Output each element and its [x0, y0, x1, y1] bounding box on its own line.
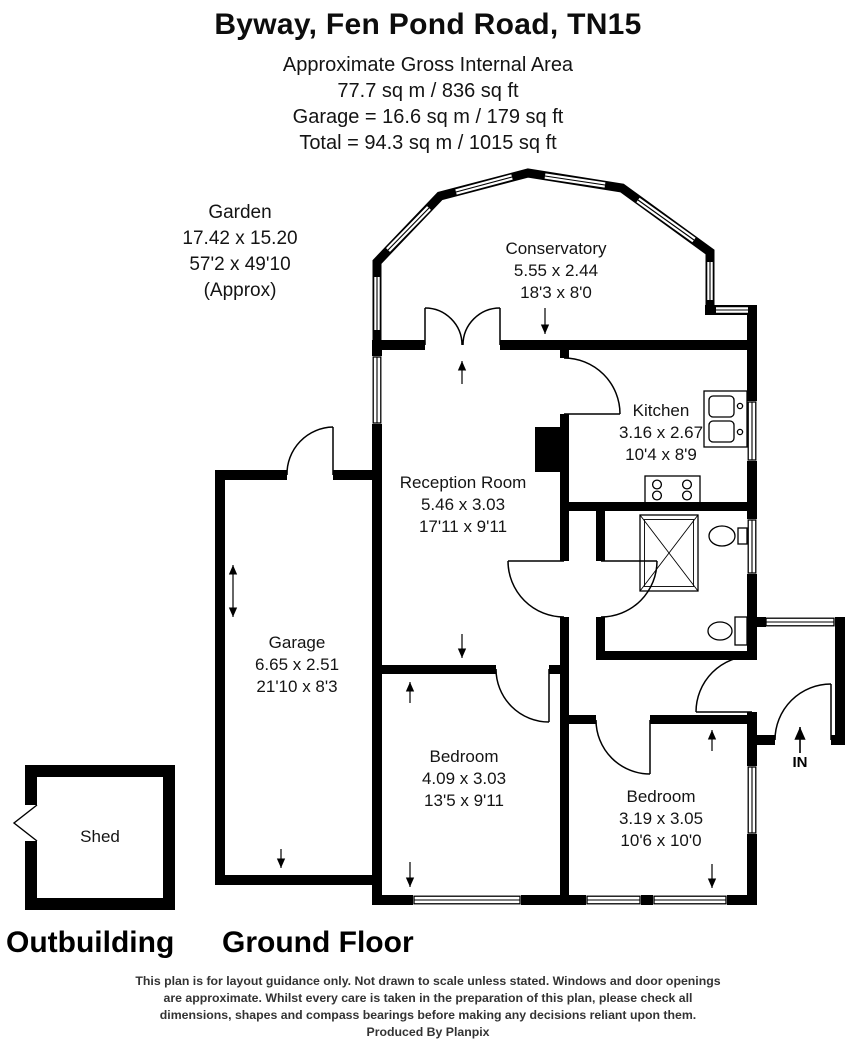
- room-dim: 10'6 x 10'0: [620, 831, 702, 850]
- windows: [372, 356, 835, 905]
- shed-label: Shed: [80, 826, 120, 848]
- garage-area: Garage = 16.6 sq m / 179 sq ft: [292, 106, 564, 128]
- bedroom-center-door: [495, 668, 550, 723]
- disclaimer-line-2: are approximate. Whilst every care is ta…: [163, 991, 693, 1005]
- fixtures: [639, 390, 748, 646]
- porch-walls: [757, 617, 845, 745]
- conservatory-walls: [372, 168, 757, 345]
- outbuilding-title: Outbuilding: [6, 926, 175, 959]
- room-dim: 6.65 x 2.51: [254, 655, 340, 674]
- room-name: Garden: [208, 202, 272, 223]
- bathroom-door: [600, 560, 658, 618]
- internal-area: 77.7 sq m / 836 sq ft: [337, 80, 519, 102]
- bedroom-right-label: Bedroom 3.19 x 3.05 10'6 x 10'0: [619, 786, 703, 852]
- entrance-label: IN: [792, 754, 808, 771]
- room-dim: 17.42 x 15.20: [182, 228, 298, 249]
- room-dim: 18'3 x 8'0: [520, 283, 592, 302]
- interior-walls: [382, 345, 757, 905]
- garden-label: Garden 17.42 x 15.20 57'2 x 49'10 (Appro…: [182, 200, 297, 304]
- area-subtitle: Approximate Gross Internal Area: [282, 54, 574, 76]
- room-dim: 3.19 x 3.05: [618, 809, 704, 828]
- washbasin-icon: [708, 525, 748, 547]
- room-name: Shed: [80, 827, 120, 846]
- disclaimer-line-1: This plan is for layout guidance only. N…: [135, 974, 721, 988]
- toilet-icon: [707, 616, 748, 646]
- chimney-breast: [535, 427, 569, 472]
- room-name: Bedroom: [626, 787, 696, 806]
- stove-icon: [644, 475, 701, 504]
- room-dim: 17'11 x 9'11: [418, 517, 508, 536]
- room-dim: 5.55 x 2.44: [513, 261, 599, 280]
- disclaimer-line-3: dimensions, shapes and compass bearings …: [159, 1008, 697, 1022]
- room-name: Reception Room: [399, 473, 527, 492]
- room-dim: 5.46 x 3.03: [420, 495, 506, 514]
- shed-door: [12, 804, 38, 842]
- house-exterior-walls: [372, 340, 757, 905]
- room-dim: 10'4 x 8'9: [625, 445, 697, 464]
- kitchen-door: [563, 357, 621, 415]
- reception-room-label: Reception Room 5.46 x 3.03 17'11 x 9'11: [400, 472, 527, 538]
- total-area: Total = 94.3 sq m / 1015 sq ft: [299, 132, 557, 154]
- page-title: Byway, Fen Pond Road, TN15: [214, 8, 642, 41]
- shed-walls: [25, 765, 175, 910]
- dimension-arrows: [228, 308, 717, 888]
- room-name: Bedroom: [429, 747, 499, 766]
- kitchen-label: Kitchen 3.16 x 2.67 10'4 x 8'9: [619, 400, 703, 466]
- bedroom-center-label: Bedroom 4.09 x 3.03 13'5 x 9'11: [422, 746, 506, 812]
- room-name: Kitchen: [632, 401, 690, 420]
- ground-floor-title: Ground Floor: [222, 926, 414, 959]
- porch-door: [774, 683, 832, 741]
- doors: [286, 307, 832, 775]
- room-dim: 4.09 x 3.03: [421, 769, 507, 788]
- room-name: Conservatory: [505, 239, 607, 258]
- front-door: [695, 655, 753, 713]
- conservatory-label: Conservatory 5.55 x 2.44 18'3 x 8'0: [505, 238, 606, 304]
- garage-label: Garage 6.65 x 2.51 21'10 x 8'3: [255, 632, 339, 698]
- room-dim: 57'2 x 49'10: [189, 254, 291, 275]
- garage-side-door: [286, 426, 334, 476]
- shower-icon: [639, 514, 699, 592]
- produced-by: Produced By Planpix: [366, 1025, 490, 1039]
- reception-door: [507, 560, 565, 618]
- room-dim: 3.16 x 2.67: [618, 423, 704, 442]
- conservatory-double-door: [424, 307, 501, 346]
- room-note: (Approx): [203, 280, 277, 301]
- room-name: Garage: [268, 633, 326, 652]
- room-dim: 21'10 x 8'3: [256, 677, 338, 696]
- garage-walls: [215, 470, 372, 885]
- kitchen-sink-icon: [703, 390, 748, 448]
- bedroom-right-door: [595, 719, 651, 775]
- room-dim: 13'5 x 9'11: [424, 791, 504, 810]
